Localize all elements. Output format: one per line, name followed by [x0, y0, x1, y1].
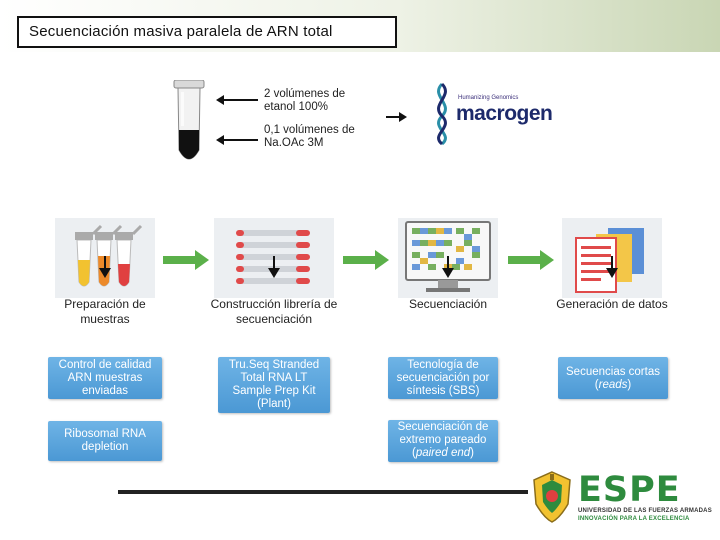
naoac-pointer-head: [216, 135, 224, 145]
down-arrow-library: [268, 256, 280, 278]
qc-box: Control de calidad ARN muestras enviadas: [48, 357, 162, 399]
library-strips-icon: [236, 230, 310, 284]
dna-helix-icon: [437, 82, 447, 146]
short-reads-box: Secuencias cortas (reads): [558, 357, 668, 399]
espe-university-name: UNIVERSIDAD DE LAS FUERZAS ARMADAS: [578, 508, 712, 514]
naoac-annotation: 0,1 volúmenes de Na.OAc 3M: [264, 124, 355, 149]
macrogen-tagline: Humanizing Genomics: [458, 95, 519, 101]
flow-arrow-2: [343, 250, 389, 270]
ethanol-pointer-head: [216, 95, 224, 105]
espe-crest-icon: [533, 471, 571, 523]
step-card-sequencing: [398, 218, 498, 298]
sequencer-monitor-icon: [405, 221, 491, 292]
sample-tube-icon: [172, 79, 212, 170]
short-reads-term: reads: [598, 379, 628, 391]
down-arrow-data: [606, 256, 618, 278]
macrogen-wordmark: macrogen: [456, 102, 553, 125]
step-label-sequencing: Secuenciación: [408, 297, 488, 311]
ethanol-pointer: [222, 99, 258, 101]
step-label-preparation: Preparación de muestras: [64, 297, 146, 326]
paired-end-box: Secuenciación de extremo pareado (paired…: [388, 420, 498, 462]
sbs-box: Tecnología de secuenciación por síntesis…: [388, 357, 498, 399]
to-provider-arrow: [386, 116, 400, 118]
to-provider-arrow-head: [399, 112, 407, 122]
ethanol-annotation: 2 volúmenes de etanol 100%: [264, 88, 346, 113]
short-reads-text: Secuencias cortas: [566, 366, 660, 378]
flow-arrow-1: [163, 250, 209, 270]
paired-end-text: Secuenciación de extremo pareado: [397, 421, 489, 446]
macrogen-logo: Humanizing Genomics macrogen: [428, 82, 568, 146]
footer-divider: [118, 490, 528, 494]
step-label-library: Construcción librería de secuenciación: [210, 297, 338, 326]
naoac-pointer: [222, 139, 258, 141]
espe-logo: ESPE UNIVERSIDAD DE LAS FUERZAS ARMADAS …: [530, 470, 716, 526]
flow-arrow-3: [508, 250, 554, 270]
page-title: Secuenciación masiva paralela de ARN tot…: [17, 16, 397, 48]
down-arrow-preparation: [99, 256, 111, 278]
test-tubes-icon: [75, 224, 143, 287]
espe-motto: INNOVACIÓN PARA LA EXCELENCIA: [578, 516, 690, 522]
down-arrow-sequencing: [442, 256, 454, 278]
step-label-data: Generación de datos: [556, 297, 668, 311]
espe-wordmark: ESPE: [578, 470, 681, 510]
truseq-box: Tru.Seq Stranded Total RNA LT Sample Pre…: [218, 357, 330, 413]
paired-end-term: paired end: [415, 447, 471, 459]
ribo-depletion-box: Ribosomal RNA depletion: [48, 421, 162, 461]
